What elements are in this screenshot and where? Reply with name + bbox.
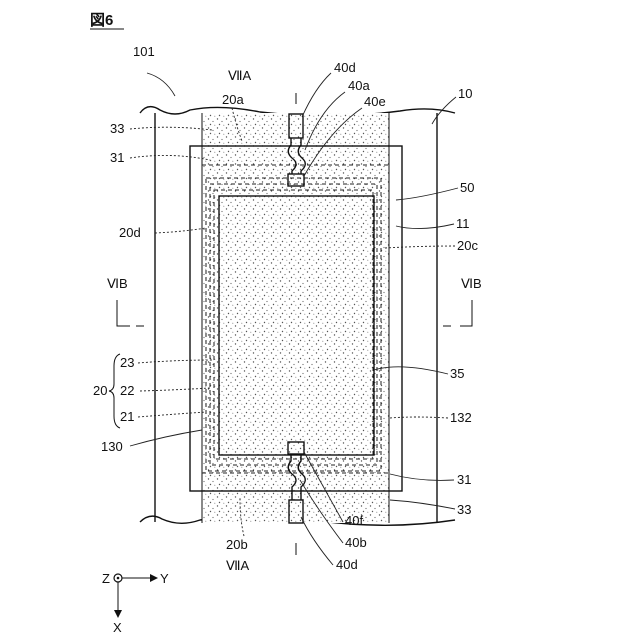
leader-21 <box>138 412 206 417</box>
label-20a: 20a <box>222 92 244 107</box>
label-33-right: 33 <box>457 502 471 517</box>
label-20c: 20c <box>457 238 478 253</box>
label-40b: 40b <box>345 535 367 550</box>
label-31-right: 31 <box>457 472 471 487</box>
leader-22 <box>140 388 210 391</box>
label-vib-right: ⅥB <box>461 276 482 291</box>
label-vib-left: ⅥB <box>107 276 128 291</box>
label-22: 22 <box>120 383 134 398</box>
leader-11 <box>396 224 454 229</box>
coordinate-axes: Z Y X <box>102 571 169 635</box>
label-31-left: 31 <box>110 150 124 165</box>
leader-130 <box>130 430 202 446</box>
label-21: 21 <box>120 409 134 424</box>
label-40d-bottom: 40d <box>336 557 358 572</box>
label-40d-top: 40d <box>334 60 356 75</box>
label-11: 11 <box>456 216 470 231</box>
brace-20 <box>109 354 120 428</box>
label-20: 20 <box>93 383 107 398</box>
leader-20c <box>385 246 455 248</box>
label-20b: 20b <box>226 537 248 552</box>
label-101: 101 <box>133 44 155 59</box>
label-35: 35 <box>450 366 464 381</box>
label-20d: 20d <box>119 225 141 240</box>
label-viia-bottom: ⅦA <box>226 558 250 573</box>
label-40f: 40f <box>345 513 363 528</box>
label-viia-top: ⅦA <box>228 68 252 83</box>
leader-50 <box>396 188 458 200</box>
label-50: 50 <box>460 180 474 195</box>
label-132: 132 <box>450 410 472 425</box>
leader-20d <box>155 228 206 233</box>
axis-y-label: Y <box>160 571 169 586</box>
axis-z-label: Z <box>102 571 110 586</box>
label-40a: 40a <box>348 78 370 93</box>
label-130: 130 <box>101 439 123 454</box>
leader-31-right <box>390 474 454 480</box>
axis-x-label: X <box>113 620 122 635</box>
leader-40d-bottom <box>301 517 333 565</box>
label-33-left: 33 <box>110 121 124 136</box>
section-marker-vib-left <box>117 300 144 326</box>
section-marker-vib-right <box>443 300 472 326</box>
leader-33-right <box>390 500 455 509</box>
label-10: 10 <box>458 86 472 101</box>
leader-101 <box>147 73 175 96</box>
label-40e: 40e <box>364 94 386 109</box>
label-23: 23 <box>120 355 134 370</box>
leader-31-left <box>130 155 210 160</box>
leader-132 <box>390 417 448 418</box>
leader-33-left <box>130 127 212 130</box>
figure-title: 図6 <box>90 12 113 29</box>
